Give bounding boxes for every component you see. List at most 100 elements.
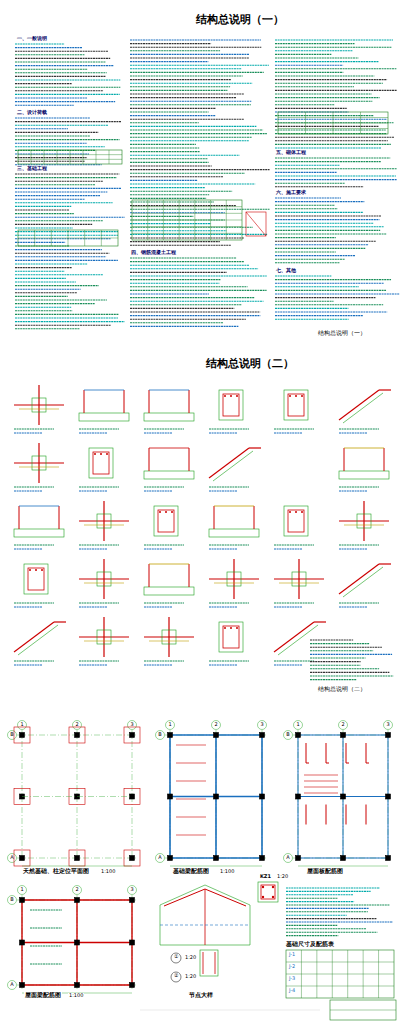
drawing-line xyxy=(130,83,252,84)
drawing-line xyxy=(275,223,373,224)
drawing-line xyxy=(286,911,368,912)
axis-label: 2 xyxy=(74,722,79,728)
drawing-rect xyxy=(278,112,388,134)
drawing-rect xyxy=(168,733,173,738)
table-cell: J-1 xyxy=(288,952,296,958)
drawing-line xyxy=(286,904,390,905)
drawing-line xyxy=(144,603,184,604)
drawing-line xyxy=(15,260,118,261)
drawing-line xyxy=(275,47,392,48)
drawing-line xyxy=(304,793,338,794)
drawing-line xyxy=(275,241,376,242)
drawing-line xyxy=(275,226,384,227)
drawing-rect xyxy=(292,572,306,586)
drawing-line xyxy=(366,805,367,825)
drawing-line xyxy=(130,133,267,134)
drawing-line xyxy=(144,491,172,492)
drawing-line xyxy=(130,111,209,112)
table-cell: J-2 xyxy=(288,964,296,970)
axis-bubble xyxy=(73,721,82,730)
drawing-line xyxy=(130,61,208,62)
drawing-line xyxy=(130,176,224,177)
drawing-line xyxy=(15,321,125,322)
drawing-line xyxy=(366,763,369,764)
drawing-line xyxy=(22,866,132,867)
rebar-dot xyxy=(230,627,232,629)
drawing-rect xyxy=(386,856,391,861)
drawing-line xyxy=(275,275,331,276)
drawing-line xyxy=(310,647,382,648)
drawing-line xyxy=(130,119,244,120)
drawing-line xyxy=(130,47,261,48)
rebar-dot xyxy=(224,627,226,629)
axis-label: A xyxy=(157,855,162,861)
drawing-rect xyxy=(130,856,135,861)
drawing-line xyxy=(103,617,104,657)
drawing-line xyxy=(275,311,387,312)
rebar-dot xyxy=(289,511,291,513)
rebar-dot xyxy=(262,896,264,898)
drawing-line xyxy=(15,101,115,102)
drawing-rect xyxy=(296,856,301,861)
drawing-line xyxy=(310,650,373,651)
drawing-line xyxy=(144,429,184,430)
drawing-rect xyxy=(219,390,243,420)
drawing-line xyxy=(149,564,150,587)
drawing-line xyxy=(366,743,367,763)
drawing-line xyxy=(15,184,95,185)
drawing-line xyxy=(275,219,379,220)
drawing-line xyxy=(15,47,82,48)
drawing-rect xyxy=(341,733,346,738)
drawing-line xyxy=(15,79,120,80)
drawing-line xyxy=(130,39,261,40)
drawing-label: 1:20 xyxy=(184,955,197,961)
drawing-rect xyxy=(357,514,371,528)
drawing-line xyxy=(15,274,103,275)
drawing-rect xyxy=(214,733,219,738)
drawing-rect xyxy=(214,856,219,861)
rebar-dot xyxy=(272,886,274,888)
drawing-line xyxy=(130,290,267,291)
drawing-line xyxy=(275,137,394,138)
drawing-line xyxy=(130,183,255,184)
drawing-line xyxy=(233,559,234,599)
rebar-dot xyxy=(301,395,303,397)
drawing-line xyxy=(15,181,103,182)
drawing-line xyxy=(326,763,329,764)
drawing-line xyxy=(14,665,42,666)
drawing-line xyxy=(14,487,54,488)
drawing-line xyxy=(15,199,85,200)
rebar-dot xyxy=(224,395,226,397)
drawing-line xyxy=(343,567,383,597)
drawing-line xyxy=(310,654,392,655)
drawing-line xyxy=(275,65,343,66)
drawing-line xyxy=(15,202,113,203)
drawing-rect xyxy=(130,733,135,738)
rebar-dot xyxy=(301,511,303,513)
drawing-line xyxy=(130,283,219,284)
drawing-line xyxy=(30,910,62,911)
drawing-line xyxy=(130,137,252,138)
drawing-line xyxy=(275,290,386,291)
drawing-rect xyxy=(258,882,278,902)
drawing-line xyxy=(254,506,255,529)
drawing-line xyxy=(160,925,250,926)
drawing-line xyxy=(144,661,184,662)
drawing-line xyxy=(339,607,367,608)
drawing-line xyxy=(209,545,249,546)
drawing-line xyxy=(275,144,391,145)
drawing-line xyxy=(132,213,242,214)
drawing-line xyxy=(130,230,227,231)
drawing-line xyxy=(149,390,150,413)
drawing-line xyxy=(79,487,119,488)
drawing-line xyxy=(15,220,103,221)
drawing-rect xyxy=(209,529,259,537)
rebar-dot xyxy=(289,395,291,397)
drawing-label: 二、设计荷载 xyxy=(16,110,48,116)
drawing-rect xyxy=(14,727,30,743)
drawing-line xyxy=(176,817,206,818)
drawing-line xyxy=(130,322,223,323)
drawing-line xyxy=(140,1010,320,1011)
drawing-line xyxy=(310,657,366,658)
drawing-line xyxy=(130,319,246,320)
